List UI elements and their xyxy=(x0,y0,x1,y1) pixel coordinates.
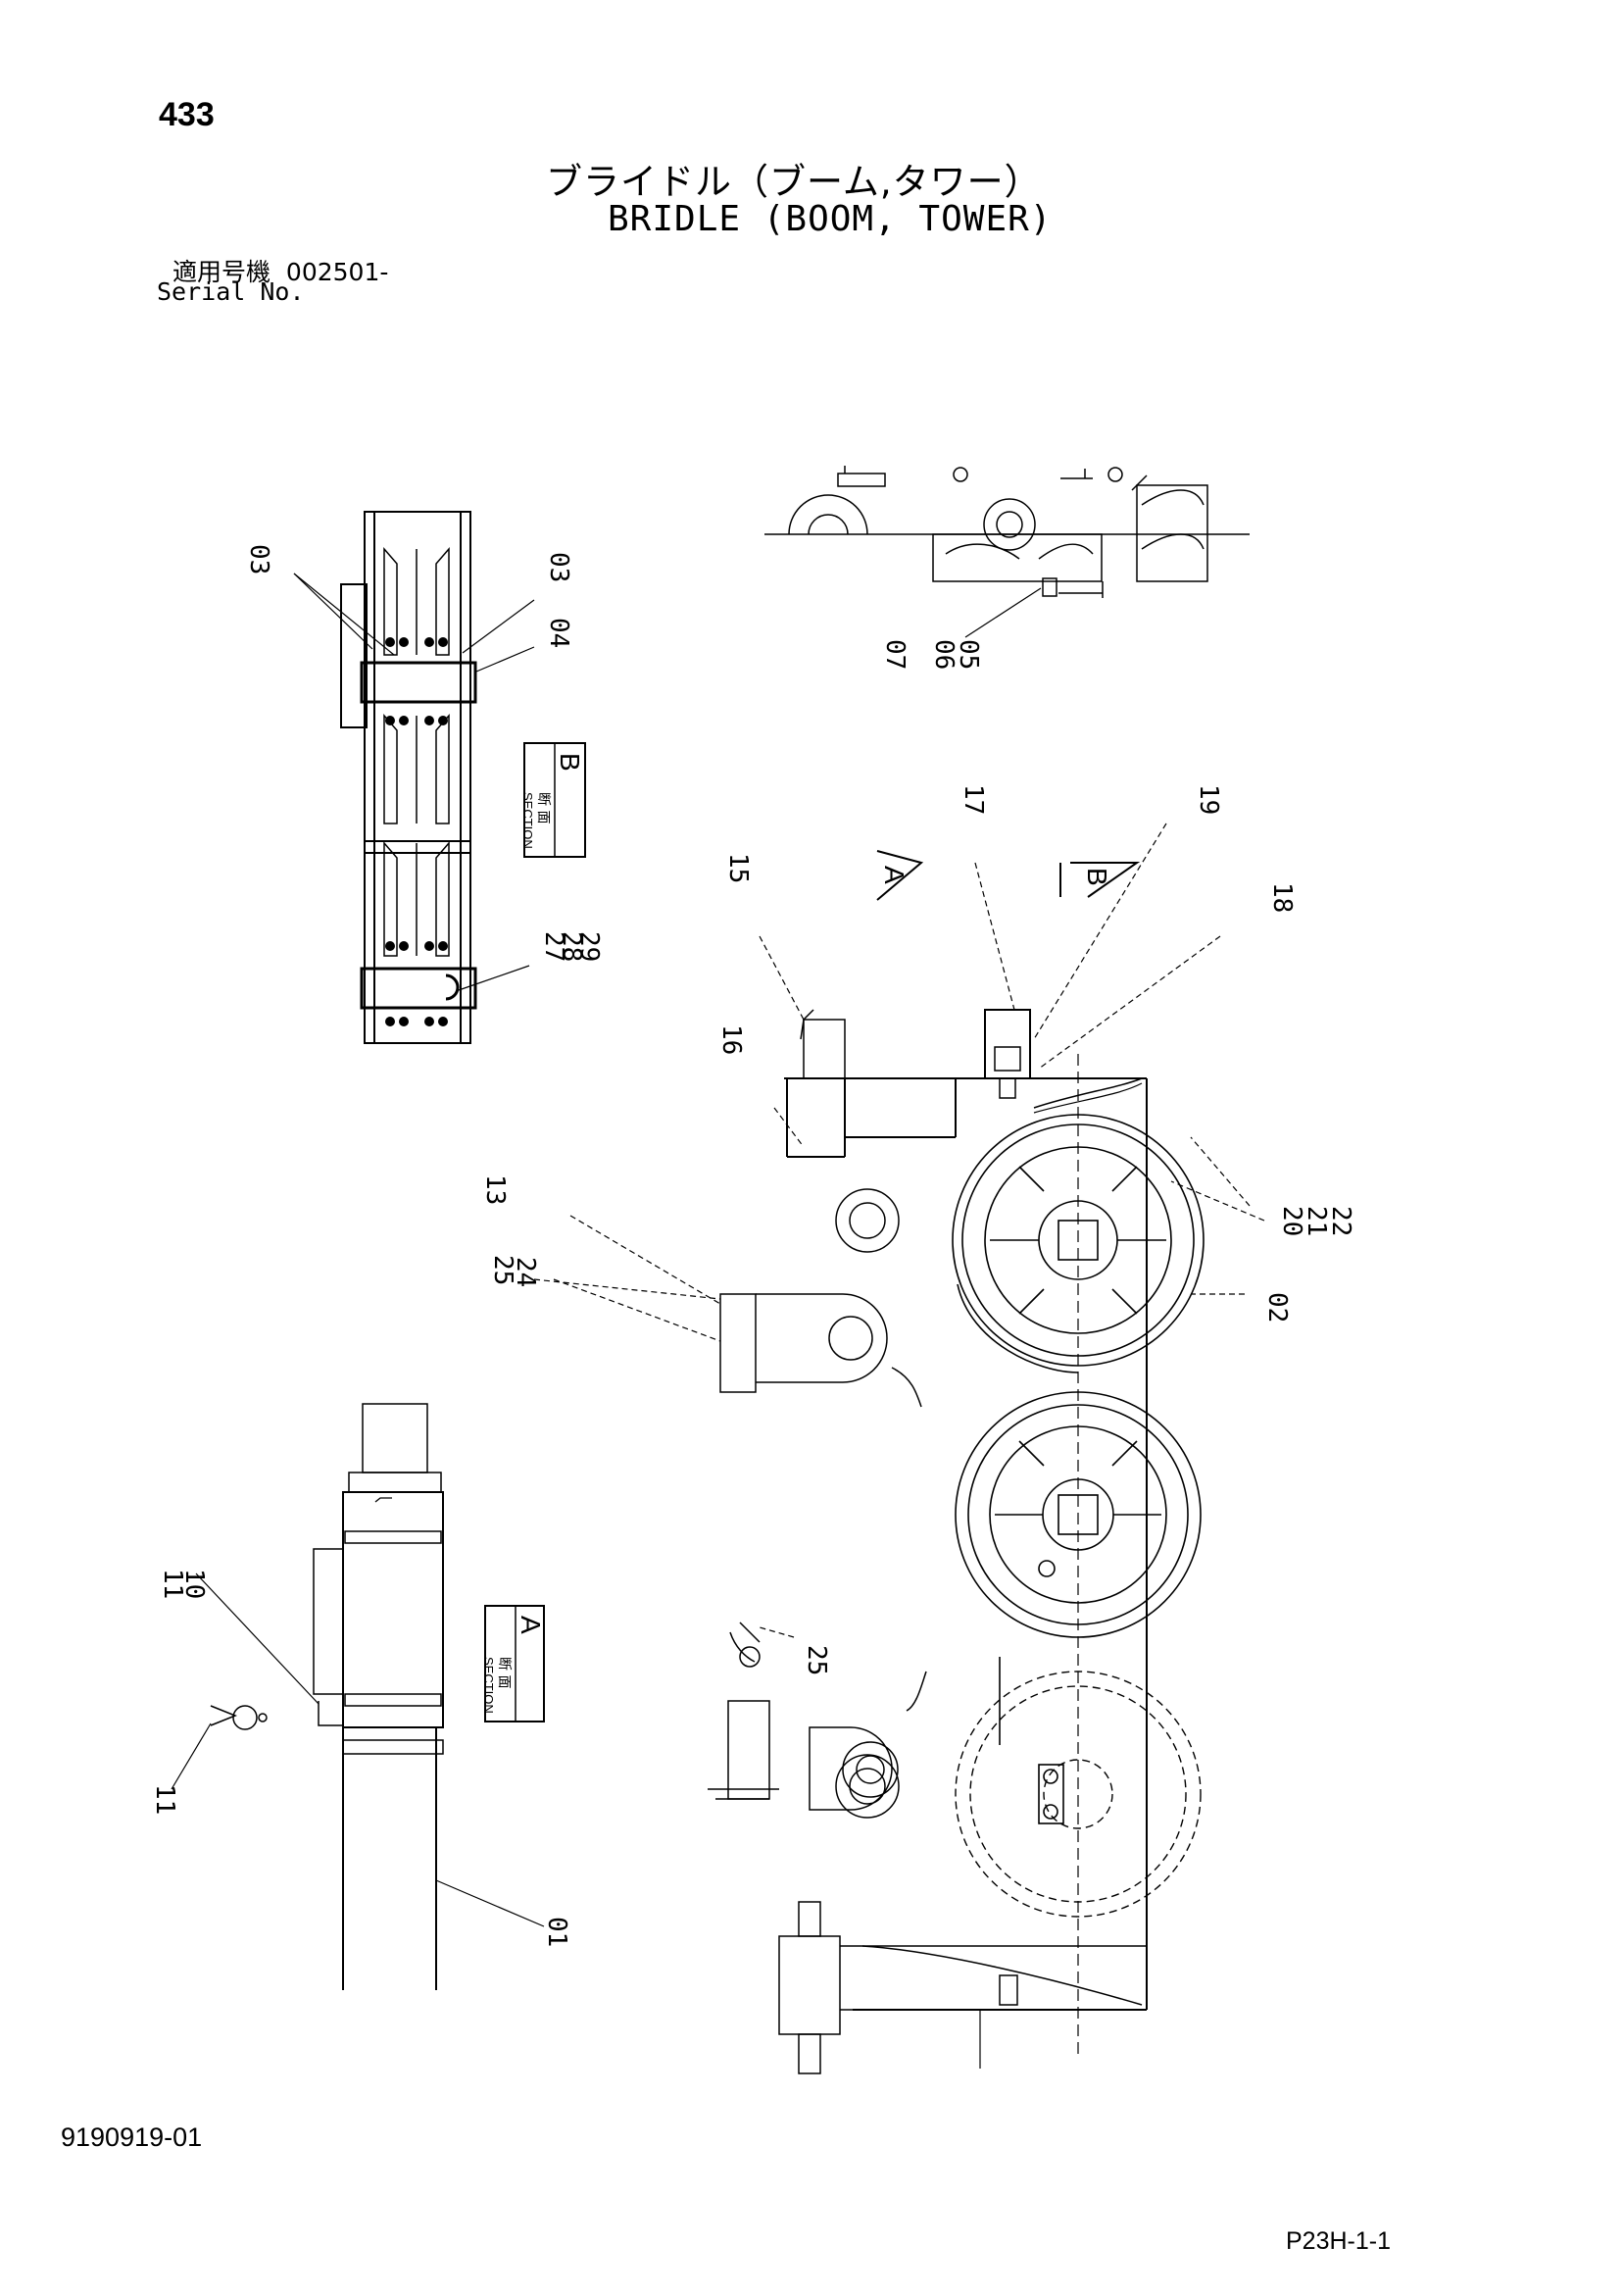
title-english: BRIDLE (BOOM, TOWER) xyxy=(608,199,1053,239)
label-part-19: 19 xyxy=(1194,784,1223,815)
label-part-25b: 25 xyxy=(802,1645,831,1675)
label-part-28: 28 xyxy=(557,931,586,962)
document-number: 9190919-01 xyxy=(61,2122,203,2152)
label-part-04: 04 xyxy=(544,618,573,648)
section-a-japanese: 断 面 xyxy=(496,1657,512,1688)
serial-label-english: Serial No. xyxy=(157,277,305,306)
page-code: P23H-1-1 xyxy=(1286,2227,1391,2255)
view-b-letter: B xyxy=(1082,868,1112,886)
section-b-view xyxy=(293,511,535,1044)
label-part-27: 27 xyxy=(539,931,568,962)
serial-label-japanese: 適用号機 xyxy=(172,258,271,286)
label-part-17: 17 xyxy=(959,784,988,815)
label-part-13: 13 xyxy=(480,1174,510,1205)
label-part-18: 18 xyxy=(1267,882,1297,913)
top-detail-view xyxy=(764,466,1250,638)
label-part-24: 24 xyxy=(511,1257,540,1287)
label-part-03b: 03 xyxy=(544,552,573,582)
label-part-06: 06 xyxy=(929,639,959,670)
main-bridle-frame xyxy=(533,823,1265,2074)
section-a-english: SECTION xyxy=(481,1657,496,1714)
label-part-03a: 03 xyxy=(244,544,273,574)
label-part-15: 15 xyxy=(723,853,753,883)
label-part-25a: 25 xyxy=(488,1255,517,1285)
serial-line: 適用号機 002501- xyxy=(172,253,388,288)
label-part-20: 20 xyxy=(1277,1206,1306,1236)
label-part-16: 16 xyxy=(716,1024,746,1055)
section-a-letter: A xyxy=(516,1616,546,1634)
section-a-tag xyxy=(484,1605,545,1722)
label-part-01: 01 xyxy=(542,1917,571,1947)
serial-value: 002501- xyxy=(285,258,389,286)
label-part-21: 21 xyxy=(1302,1206,1331,1236)
label-part-11b: 11 xyxy=(150,1784,179,1815)
label-part-05: 05 xyxy=(954,639,983,670)
label-part-02: 02 xyxy=(1262,1292,1292,1323)
section-b-tag xyxy=(523,742,586,858)
label-part-07: 07 xyxy=(880,639,910,670)
section-b-letter: B xyxy=(555,753,585,772)
section-b-english: SECTION xyxy=(520,792,535,849)
view-a-letter: A xyxy=(879,866,910,884)
label-part-22: 22 xyxy=(1326,1206,1355,1236)
title-japanese: ブライドル（ブーム,タワー） xyxy=(546,161,1042,203)
section-a-view xyxy=(171,1403,545,1990)
label-part-10: 10 xyxy=(179,1569,209,1599)
view-arrows xyxy=(876,850,1141,901)
label-part-11a: 11 xyxy=(158,1569,187,1599)
section-b-japanese: 断 面 xyxy=(535,792,551,824)
page-number: 433 xyxy=(159,96,215,133)
label-part-29: 29 xyxy=(574,931,604,962)
